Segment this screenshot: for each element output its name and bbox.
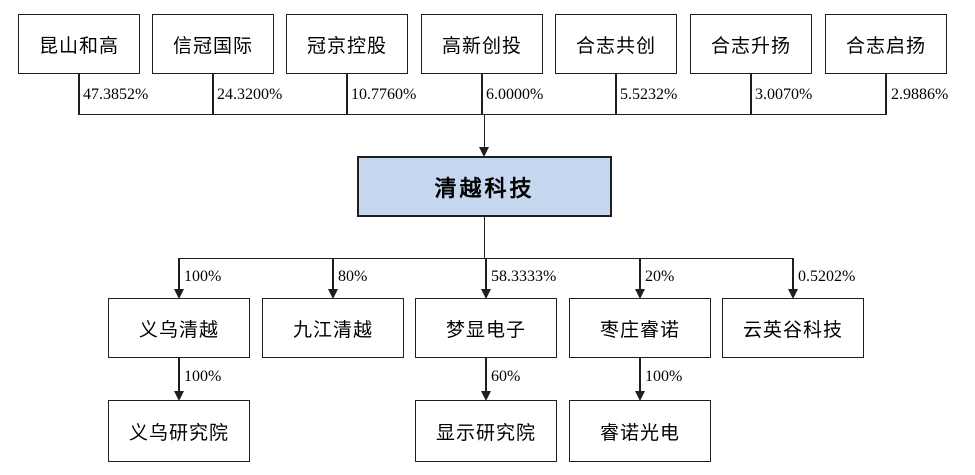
connector-trunk-from-company [483, 217, 486, 258]
percent-mengxian-dianzi: 58.3333% [491, 268, 557, 285]
percent-hezhi-qiyang: 2.9886% [891, 86, 949, 103]
percent-ruinuo-guangdian: 100% [645, 368, 683, 385]
arrow-down-icon [787, 289, 798, 299]
arrow-down-icon [479, 147, 489, 157]
connector-drop-yunyinggu-keji [792, 258, 794, 290]
connector-drop-ruinuo-guangdian [639, 358, 641, 391]
arrow-down-icon [327, 289, 338, 299]
percent-kunshan-hegao: 47.3852% [83, 86, 149, 103]
subsidiary-box-yunyinggu-keji: 云英谷科技 [722, 298, 864, 358]
shareholder-box-hezhi-gongchuang: 合志共创 [555, 14, 677, 74]
percent-zaozhuang-ruinuo: 20% [645, 268, 675, 285]
company-box-qingyue-keji: 清越科技 [357, 156, 612, 217]
percent-yiwu-yanjiuyuan: 100% [184, 368, 222, 385]
connector-stub-guanjing-konggu [346, 74, 348, 115]
connector-drop-jiujiang-qingyue [332, 258, 334, 290]
percent-hezhi-gongchuang: 5.5232% [620, 86, 678, 103]
connector-stub-hezhi-shengyang [750, 74, 752, 115]
shareholder-box-kunshan-hegao: 昆山和高 [18, 14, 140, 74]
percent-yiwu-qingyue: 100% [184, 268, 222, 285]
arrow-down-icon [480, 289, 491, 299]
arrow-down-icon [173, 289, 184, 299]
percent-xianshi-yanjiuyuan: 60% [491, 368, 521, 385]
shareholder-box-hezhi-shengyang: 合志升扬 [690, 14, 812, 74]
percent-jiujiang-qingyue: 80% [338, 268, 368, 285]
percent-xinguan-guoji: 24.3200% [217, 86, 283, 103]
arrow-down-icon [634, 391, 645, 401]
arrow-down-icon [173, 391, 184, 401]
arrow-down-icon [634, 289, 645, 299]
connector-trunk-to-company [483, 113, 486, 149]
grandchild-box-ruinuo-guangdian: 睿诺光电 [569, 400, 711, 462]
arrow-down-icon [480, 391, 491, 401]
subsidiary-box-mengxian-dianzi: 梦显电子 [415, 298, 557, 358]
shareholder-box-guanjing-konggu: 冠京控股 [286, 14, 408, 74]
connector-drop-mengxian-dianzi [485, 258, 487, 290]
percent-guanjing-konggu: 10.7760% [351, 86, 417, 103]
shareholder-box-xinguan-guoji: 信冠国际 [152, 14, 274, 74]
connector-bus-shareholders [78, 113, 887, 115]
shareholder-box-gaoxin-chuangtou: 高新创投 [421, 14, 543, 74]
connector-drop-zaozhuang-ruinuo [639, 258, 641, 290]
percent-hezhi-shengyang: 3.0070% [755, 86, 813, 103]
connector-stub-hezhi-qiyang [885, 74, 887, 115]
grandchild-box-yiwu-yanjiuyuan: 义乌研究院 [108, 400, 250, 462]
connector-drop-xianshi-yanjiuyuan [485, 358, 487, 391]
connector-drop-yiwu-yanjiuyuan [178, 358, 180, 391]
connector-stub-kunshan-hegao [78, 74, 80, 115]
percent-gaoxin-chuangtou: 6.0000% [486, 86, 544, 103]
connector-stub-hezhi-gongchuang [615, 74, 617, 115]
percent-yunyinggu-keji: 0.5202% [798, 268, 856, 285]
grandchild-box-xianshi-yanjiuyuan: 显示研究院 [415, 400, 557, 462]
subsidiary-box-yiwu-qingyue: 义乌清越 [108, 298, 250, 358]
subsidiary-box-zaozhuang-ruinuo: 枣庄睿诺 [569, 298, 711, 358]
subsidiary-box-jiujiang-qingyue: 九江清越 [262, 298, 404, 358]
shareholder-box-hezhi-qiyang: 合志启扬 [825, 14, 947, 74]
connector-drop-yiwu-qingyue [178, 258, 180, 290]
connector-stub-gaoxin-chuangtou [481, 74, 483, 115]
connector-stub-xinguan-guoji [212, 74, 214, 115]
